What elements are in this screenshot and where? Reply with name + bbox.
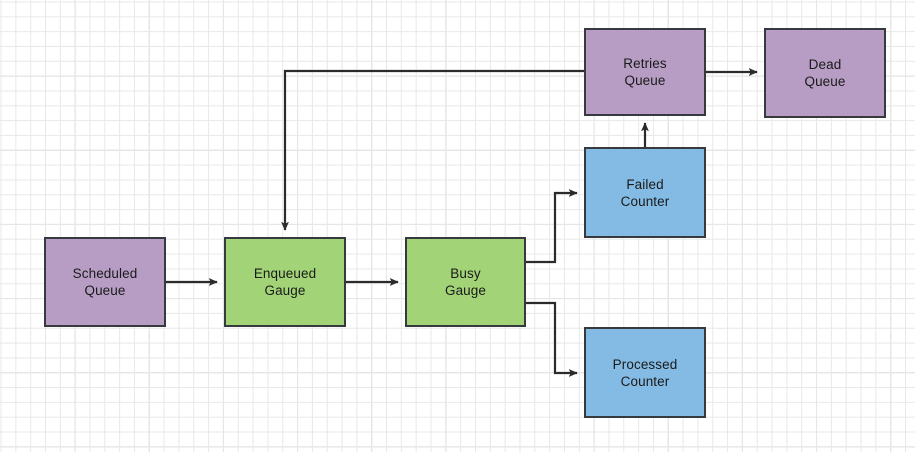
node-retries-queue[interactable]: Retries Queue <box>584 28 706 116</box>
node-label-line1: Busy <box>450 266 481 281</box>
node-label-line1: Processed <box>612 356 678 372</box>
node-label-line2: Gauge <box>264 283 306 298</box>
edge-busy-to-failed <box>526 189 578 264</box>
edge-busy-to-processed <box>526 301 578 377</box>
node-dead-queue[interactable]: Dead Queue <box>764 28 886 118</box>
node-label-line2: Queue <box>804 74 846 89</box>
node-label-line2: Counter <box>620 193 670 209</box>
node-label-line1: Dead <box>808 57 842 72</box>
node-label-line2: Queue <box>624 73 666 88</box>
node-failed-counter[interactable]: Failed Counter <box>584 147 706 238</box>
node-label-line2: Gauge <box>444 283 487 298</box>
node-scheduled-queue[interactable]: Scheduled Queue <box>44 237 166 327</box>
node-enqueued-gauge[interactable]: Enqueued Gauge <box>224 237 346 327</box>
node-busy-gauge[interactable]: Busy Gauge <box>405 237 526 327</box>
node-processed-counter[interactable]: Processed Counter <box>584 327 706 418</box>
node-label-line2: Queue <box>84 283 126 298</box>
edge-retries-to-enqueued <box>281 69 584 231</box>
node-label-line1: Enqueued <box>253 266 317 281</box>
node-label-line1: Retries <box>623 56 667 71</box>
node-label-line1: Scheduled <box>72 266 138 281</box>
node-label-line2: Counter <box>620 373 670 389</box>
node-label-line1: Failed <box>626 176 664 192</box>
